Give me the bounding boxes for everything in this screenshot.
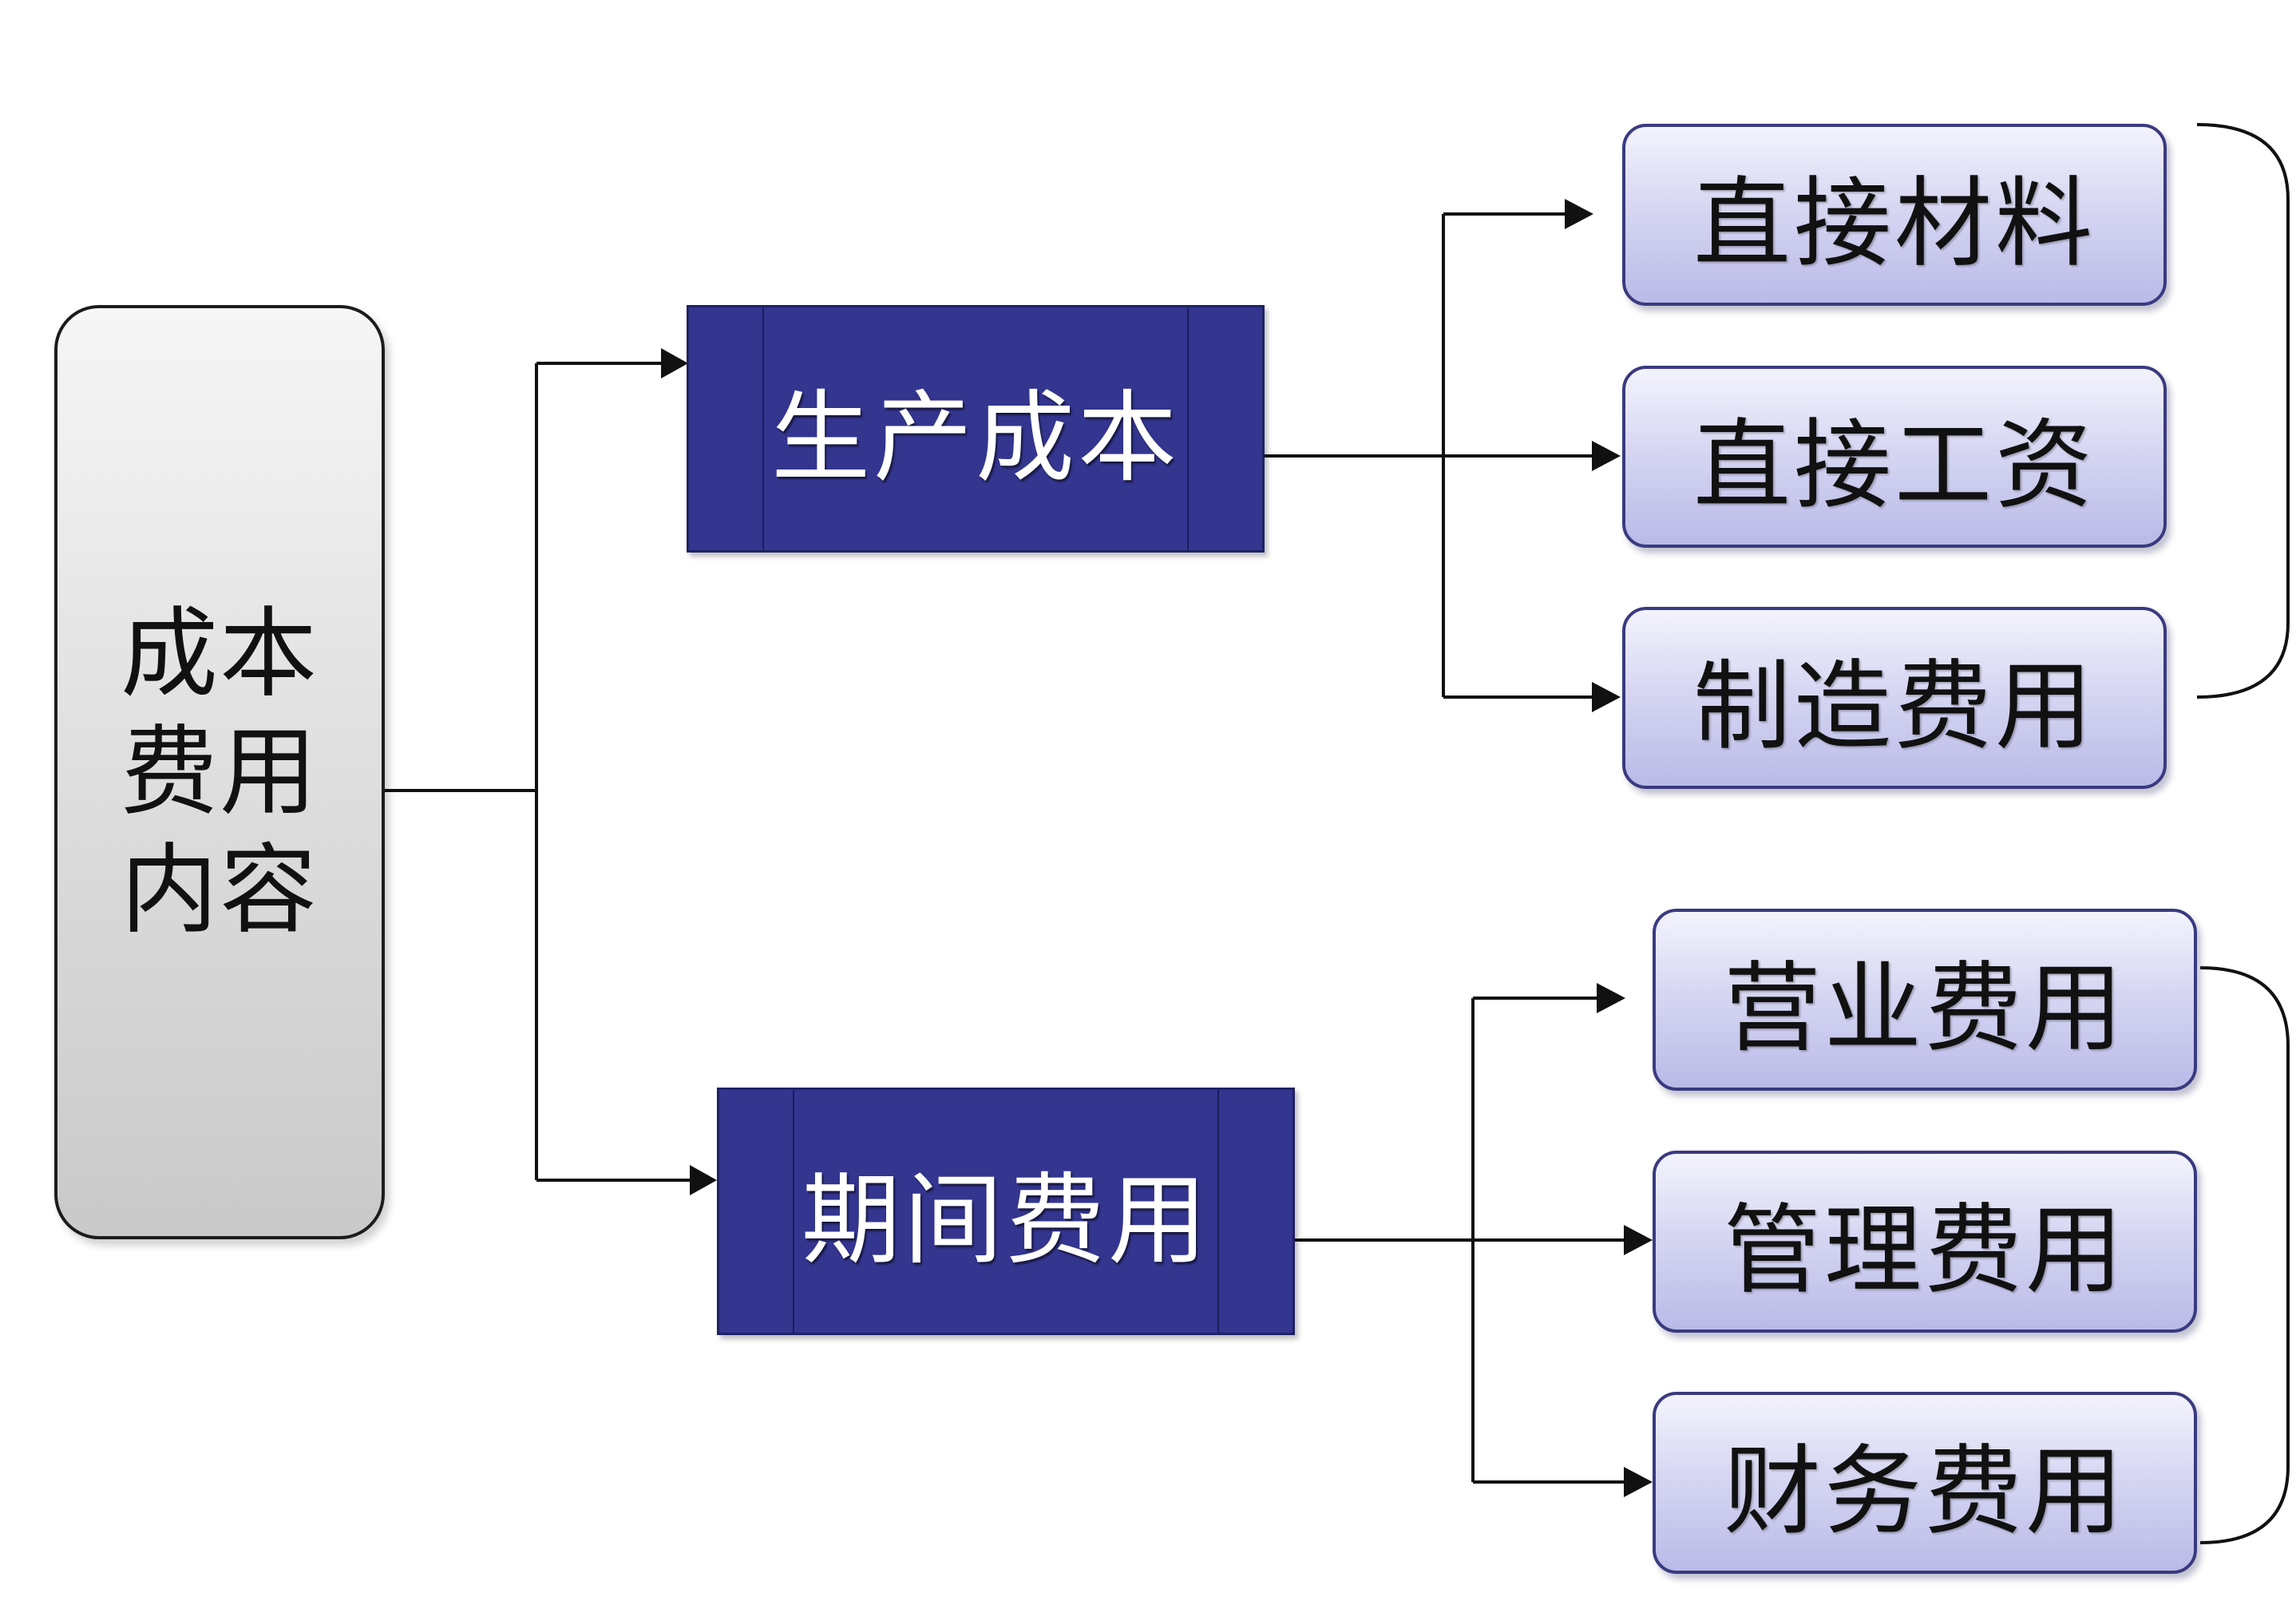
arrowhead-period xyxy=(690,1165,717,1195)
leaf-label-manufacturing-overhead: 制造费用 xyxy=(1693,649,2096,763)
arrowhead-item-1 xyxy=(1565,199,1593,229)
leaf-node-direct-materials: 直接材料 xyxy=(1622,124,2167,306)
leaf-node-administrative-expenses: 管理费用 xyxy=(1653,1151,2197,1333)
leaf-node-selling-expenses: 营业费用 xyxy=(1653,909,2197,1091)
arrowhead-item-5 xyxy=(1624,1225,1653,1255)
leaf-label-financial-expenses: 财务费用 xyxy=(1724,1434,2126,1548)
leaf-label-direct-materials: 直接材料 xyxy=(1693,166,2096,280)
leaf-node-direct-wages: 直接工资 xyxy=(1622,366,2167,548)
arrowhead-item-6 xyxy=(1624,1467,1653,1497)
node-production-cost: 生产成本 xyxy=(687,305,1265,553)
node-production-cost-label: 生产成本 xyxy=(770,381,1180,496)
root-label-line-3: 内容 xyxy=(121,834,319,947)
leaf-label-selling-expenses: 营业费用 xyxy=(1724,951,2126,1065)
leaf-node-financial-expenses: 财务费用 xyxy=(1653,1392,2197,1574)
brace-period-items xyxy=(2199,966,2290,1544)
root-label-line-2: 费用 xyxy=(121,715,319,829)
arrowhead-item-4 xyxy=(1597,983,1625,1013)
leaf-node-manufacturing-overhead: 制造费用 xyxy=(1622,607,2167,789)
root-node-cost-content: 成本 费用 内容 xyxy=(54,305,385,1239)
leaf-label-administrative-expenses: 管理费用 xyxy=(1724,1193,2126,1307)
brace-production-items xyxy=(2196,123,2290,699)
node-period-expenses-label: 期间费用 xyxy=(801,1163,1210,1278)
arrowhead-item-3 xyxy=(1592,682,1621,712)
arrowhead-production xyxy=(661,348,688,378)
arrowhead-item-2 xyxy=(1592,441,1621,471)
leaf-label-direct-wages: 直接工资 xyxy=(1693,408,2096,522)
root-label-line-1: 成本 xyxy=(121,597,319,711)
node-period-expenses: 期间费用 xyxy=(717,1088,1295,1335)
